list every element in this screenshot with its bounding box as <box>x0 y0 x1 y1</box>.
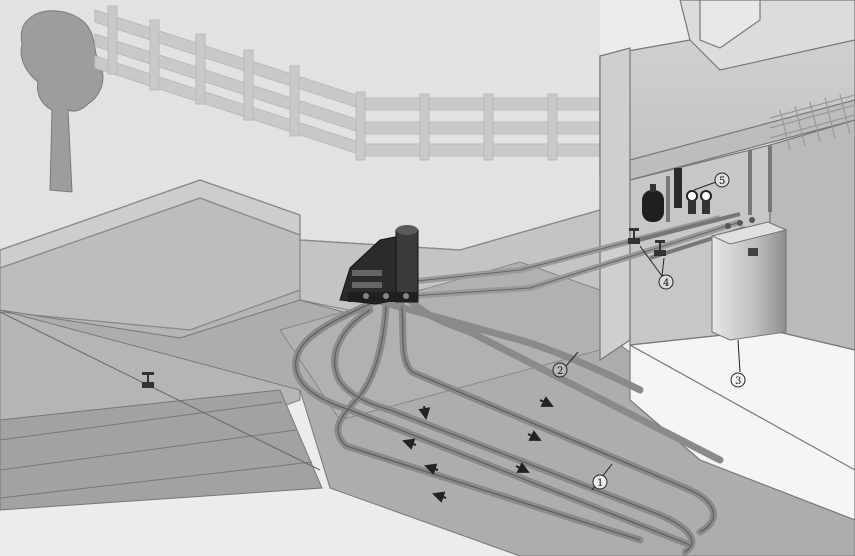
callout-1-label: 1 <box>597 478 603 489</box>
callout-2-label: 2 <box>557 366 563 377</box>
callout-4-label: 4 <box>663 278 669 289</box>
callout-3: 3 <box>731 373 745 387</box>
callout-2: 2 <box>553 363 567 377</box>
callout-5-label: 5 <box>719 176 725 187</box>
callout-5: 5 <box>715 173 729 187</box>
callout-3-label: 3 <box>735 376 741 387</box>
callout-4: 4 <box>659 275 673 289</box>
callout-1: 1 <box>593 475 607 489</box>
heat-pump-icon <box>712 217 786 340</box>
